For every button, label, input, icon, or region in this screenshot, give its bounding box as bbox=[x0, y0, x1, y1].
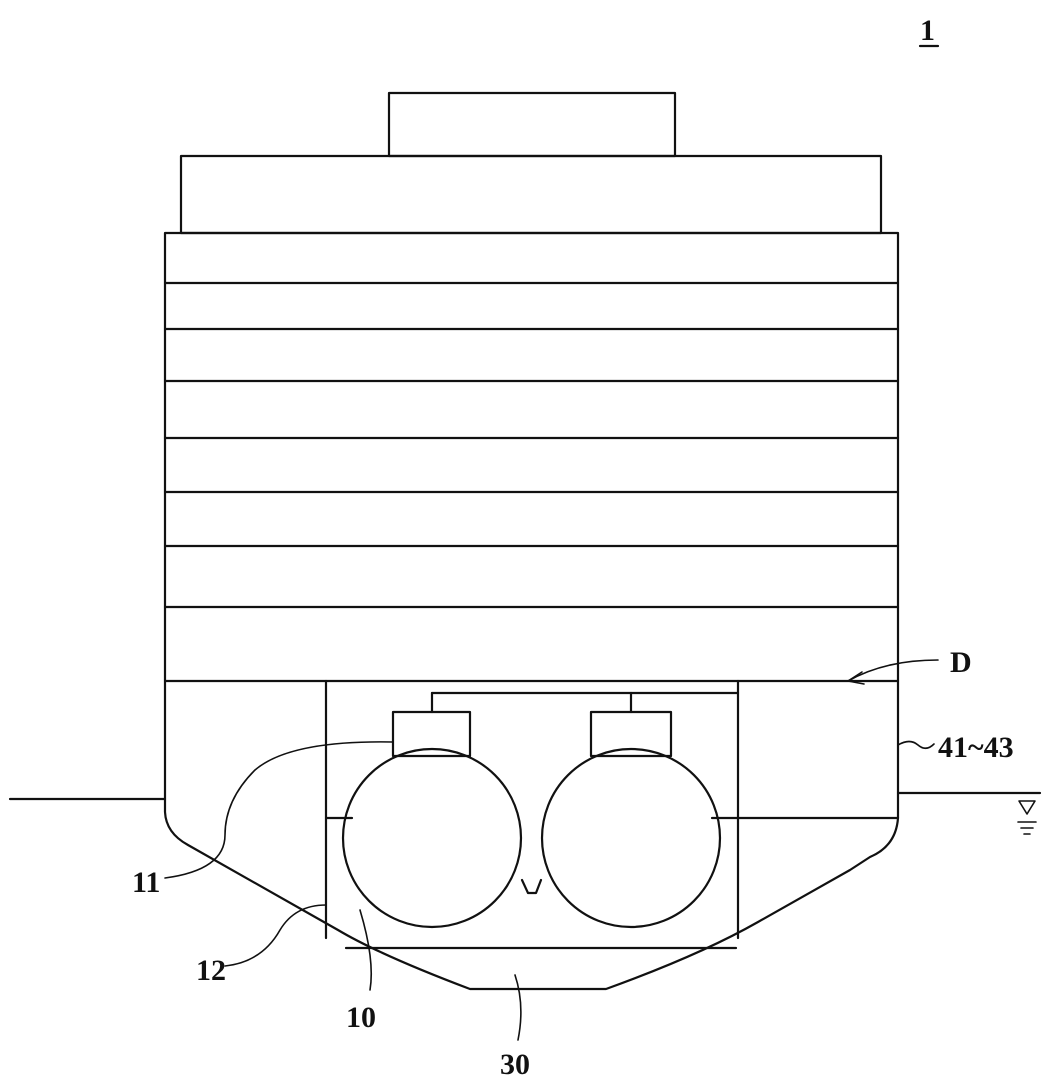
leader-hull bbox=[897, 740, 935, 750]
tank-wedge bbox=[520, 878, 543, 895]
tank-top-right bbox=[589, 710, 673, 758]
leader-11 bbox=[164, 741, 394, 879]
label-12: 12 bbox=[196, 954, 226, 987]
label-10: 10 bbox=[346, 1001, 376, 1034]
label-11: 11 bbox=[132, 866, 160, 899]
pipe-connector bbox=[430, 691, 740, 714]
leader-d bbox=[847, 659, 939, 682]
tank-top-left bbox=[391, 710, 472, 758]
upper-tier-box bbox=[179, 154, 883, 235]
tank-left bbox=[341, 747, 523, 929]
tank-right bbox=[540, 747, 722, 929]
leader-10 bbox=[359, 909, 373, 991]
leader-lines bbox=[164, 659, 939, 1041]
figure-number-text: 1 bbox=[920, 14, 935, 47]
water-level-symbol bbox=[1017, 800, 1037, 835]
hull-outline bbox=[163, 231, 900, 991]
deck-lines bbox=[163, 281, 900, 683]
figure-number: 1 bbox=[918, 14, 940, 48]
leader-12 bbox=[224, 904, 327, 967]
top-box bbox=[387, 91, 677, 158]
leader-30 bbox=[514, 974, 522, 1041]
label-d: D bbox=[950, 646, 972, 679]
label-41-43: 41~43 bbox=[938, 731, 1014, 764]
water-level-triangle bbox=[1018, 800, 1036, 815]
leader-d-arrowhead bbox=[847, 671, 865, 685]
inner-compartment bbox=[324, 679, 900, 950]
label-30: 30 bbox=[500, 1048, 530, 1081]
